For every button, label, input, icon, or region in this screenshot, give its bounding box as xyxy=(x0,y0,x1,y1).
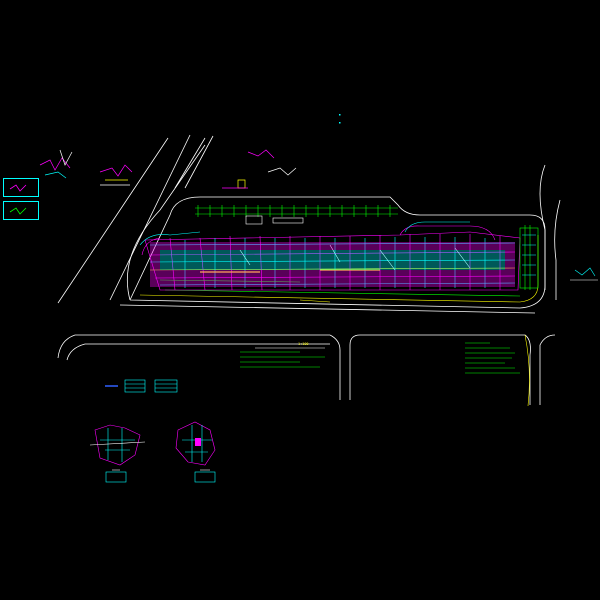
road-right xyxy=(539,164,561,300)
notes-left-lines xyxy=(240,351,325,368)
scale-tag: 1:100 xyxy=(298,342,309,346)
small-tables xyxy=(105,379,178,393)
detail-plan-1 xyxy=(89,424,146,483)
right-symbol xyxy=(570,267,598,281)
reference-dots xyxy=(339,114,341,124)
gate-building xyxy=(245,215,304,225)
plan-right-end xyxy=(519,227,539,289)
site-boundary xyxy=(119,196,546,314)
notes-right-lines xyxy=(465,342,520,374)
legend-box-2 xyxy=(3,201,39,220)
main-plan-band xyxy=(139,221,521,303)
detail-plan-2 xyxy=(175,421,216,483)
road-lower-right xyxy=(349,334,556,405)
road-lower-left xyxy=(57,334,341,400)
scattered-symbols xyxy=(39,149,297,189)
legend-symbol-2 xyxy=(9,207,27,215)
fence-green xyxy=(164,205,531,297)
legend-symbol-1 xyxy=(9,184,27,192)
main-plan-fill xyxy=(150,242,515,287)
legend-box-1 xyxy=(3,178,39,197)
road-left-diagonal xyxy=(57,134,214,304)
